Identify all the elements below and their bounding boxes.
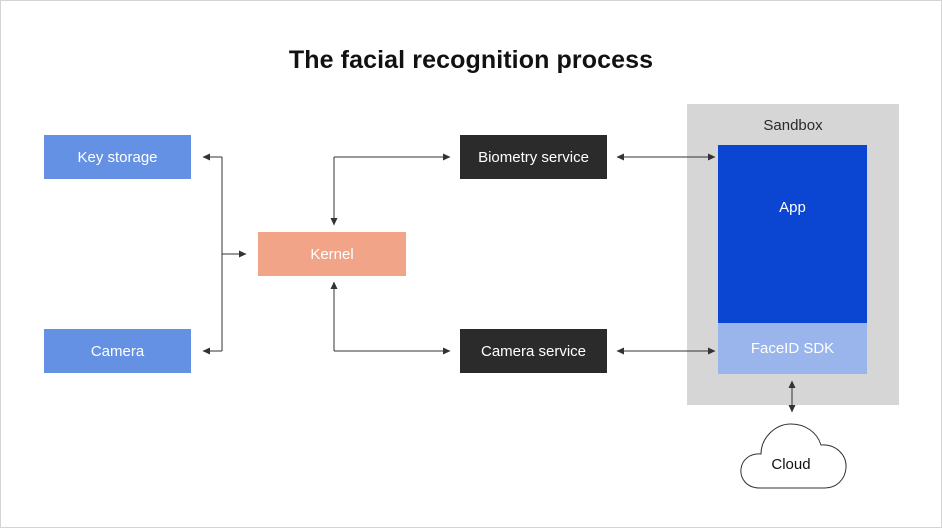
cloud-label: Cloud: [771, 456, 811, 473]
cloud-icon: [740, 423, 847, 489]
camera-service-node: Camera service: [460, 329, 607, 373]
biometry-service-node: Biometry service: [460, 135, 607, 179]
sandbox-label: Sandbox: [763, 117, 823, 134]
key-storage-node: Key storage: [44, 135, 191, 179]
kernel-node: Kernel: [258, 232, 406, 276]
camera-node: Camera: [44, 329, 191, 373]
app-node: App: [718, 145, 867, 323]
faceid-sdk-node: FaceID SDK: [718, 323, 867, 374]
diagram-title: The facial recognition process: [288, 46, 654, 74]
